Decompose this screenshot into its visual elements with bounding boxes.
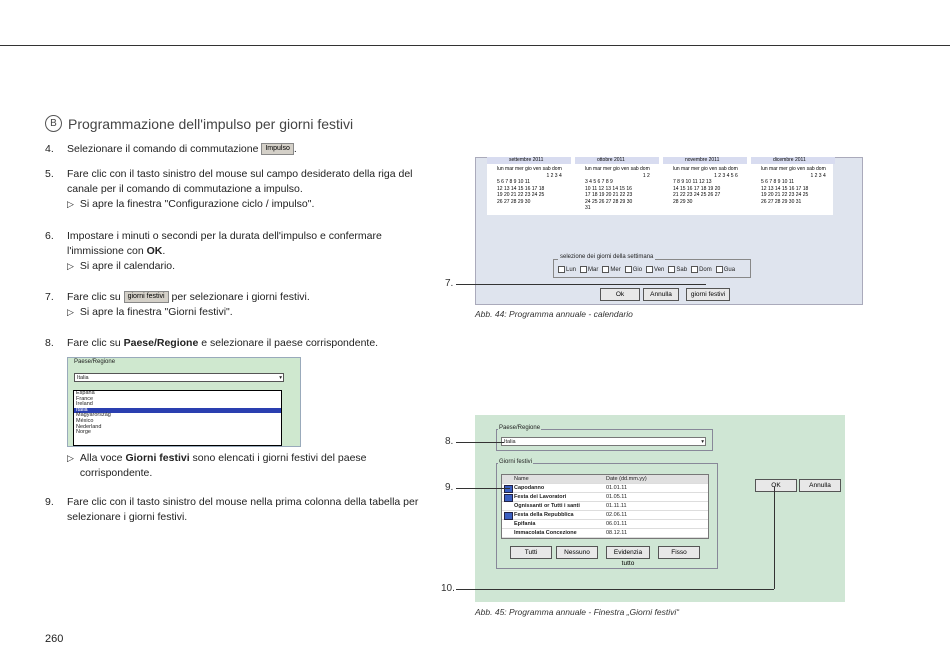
step-4: 4. Selezionare il comando di commutazion… [45,143,297,156]
callout-9: 9. [445,482,454,493]
callout-line [456,488,510,489]
check-icon[interactable] [504,512,513,520]
callout-line [774,487,775,589]
weekday-checkbox[interactable]: Dom [691,266,712,273]
arrow-right-icon: ▷ [67,307,74,317]
weekday-checkboxes: Lun Mar Mer Gio Ven Sab Dom Gua [558,266,735,273]
country-select[interactable]: Italia▾ [501,437,706,446]
holidays-label: Giorni festivi [498,459,534,465]
step-8-result: ▷Alla voce Giorni festivi sono elencati … [67,452,367,479]
step-8: 8. Fare clic su Paese/Regione e selezion… [45,337,379,349]
callout-7: 7. [445,278,454,289]
chevron-down-icon: ▾ [701,439,704,445]
list-item[interactable]: Magyarország [76,412,111,419]
month-header: settembre 2011 [487,157,571,164]
page-number: 260 [45,633,64,645]
figure-caption-45: Abb. 45: Programma annuale - Finestra „G… [475,607,680,617]
month-header: ottobre 2011 [575,157,659,164]
month-grid: lun mar mer gio ven sab dom 1 2 3 4 5 6 … [497,166,562,205]
weekday-checkbox[interactable]: Mar [580,266,598,273]
chevron-down-icon: ▾ [279,375,282,381]
month-header: dicembre 2011 [751,157,835,164]
country-select[interactable]: Italia▾ [74,373,284,382]
figure-caption-44: Abb. 44: Programma annuale - calendario [475,309,633,319]
callout-line [456,589,774,590]
step-5: 5. Fare clic con il tasto sinistro del m… [45,168,413,210]
section-marker: B [45,115,62,132]
month-grid: lun mar mer gio ven sab dom 1 2 3 4 5 6 … [761,166,826,205]
callout-line [456,442,504,443]
holidays-fieldset [496,463,718,569]
weekday-checkbox[interactable]: Gua [715,266,735,273]
callout-10: 10. [441,583,455,594]
callout-line [456,284,706,285]
calendar-ok-button[interactable]: Ok [600,288,640,301]
weekday-fieldset-label: selezione dei giorni della settimana [558,254,656,260]
weekday-checkbox[interactable]: Gio [624,266,642,273]
list-item[interactable]: Italia [74,407,281,414]
step-9: 9. Fare clic con il tasto sinistro del m… [45,496,419,523]
fixed-button[interactable]: Fisso [658,546,700,559]
list-item[interactable]: Norge [76,429,91,436]
holidays-cancel-button[interactable]: Annulla [799,479,841,492]
country-label: Paese/Regione [498,425,542,431]
list-item[interactable]: France [76,395,94,402]
weekday-checkbox[interactable]: Ven [646,266,664,273]
calendar-cancel-button[interactable]: Annulla [643,288,679,301]
section-heading: B Programmazione dell'impulso per giorni… [45,115,353,132]
header-rule [0,45,950,46]
calendar-grid: settembre 2011 ottobre 2011 novembre 201… [487,157,835,215]
list-item[interactable]: Nederland [76,423,102,430]
country-option-list[interactable]: España France Ireland Italia Magyarorszá… [73,390,282,446]
list-item[interactable]: Ireland [76,401,93,408]
list-item[interactable]: México [76,417,94,424]
arrow-right-icon: ▷ [67,453,74,463]
month-header: novembre 2011 [663,157,747,164]
highlight-all-button[interactable]: Evidenzia tutto [606,546,650,567]
country-fieldset [496,429,713,451]
select-none-button[interactable]: Nessuno [556,546,598,559]
weekday-checkbox[interactable]: Sab [668,266,687,273]
step-6: 6. Impostare i minuti o secondi per la d… [45,230,382,272]
step-7: 7. Fare clic su giorni festivi per selez… [45,291,310,318]
weekday-checkbox[interactable]: Lun [558,266,576,273]
impulse-chip: Impulso [261,143,294,156]
holidays-chip: giorni festivi [123,291,169,304]
weekday-checkbox[interactable]: Mer [602,266,621,273]
list-item[interactable]: España [76,390,95,396]
check-icon[interactable] [504,494,513,502]
month-grid: lun mar mer gio ven sab dom 1 2 3 4 5 6 … [673,166,738,205]
holidays-button[interactable]: giorni festivi [686,288,730,301]
check-icon[interactable] [504,485,513,493]
section-title: Programmazione dell'impulso per giorni f… [68,115,354,132]
arrow-right-icon: ▷ [67,261,74,271]
month-grid: lun mar mer gio ven sab dom 1 2 3 4 5 6 … [585,166,650,211]
select-all-button[interactable]: Tutti [510,546,552,559]
arrow-right-icon: ▷ [67,199,74,209]
holidays-ok-button[interactable]: OK [755,479,797,492]
callout-8: 8. [445,436,454,447]
